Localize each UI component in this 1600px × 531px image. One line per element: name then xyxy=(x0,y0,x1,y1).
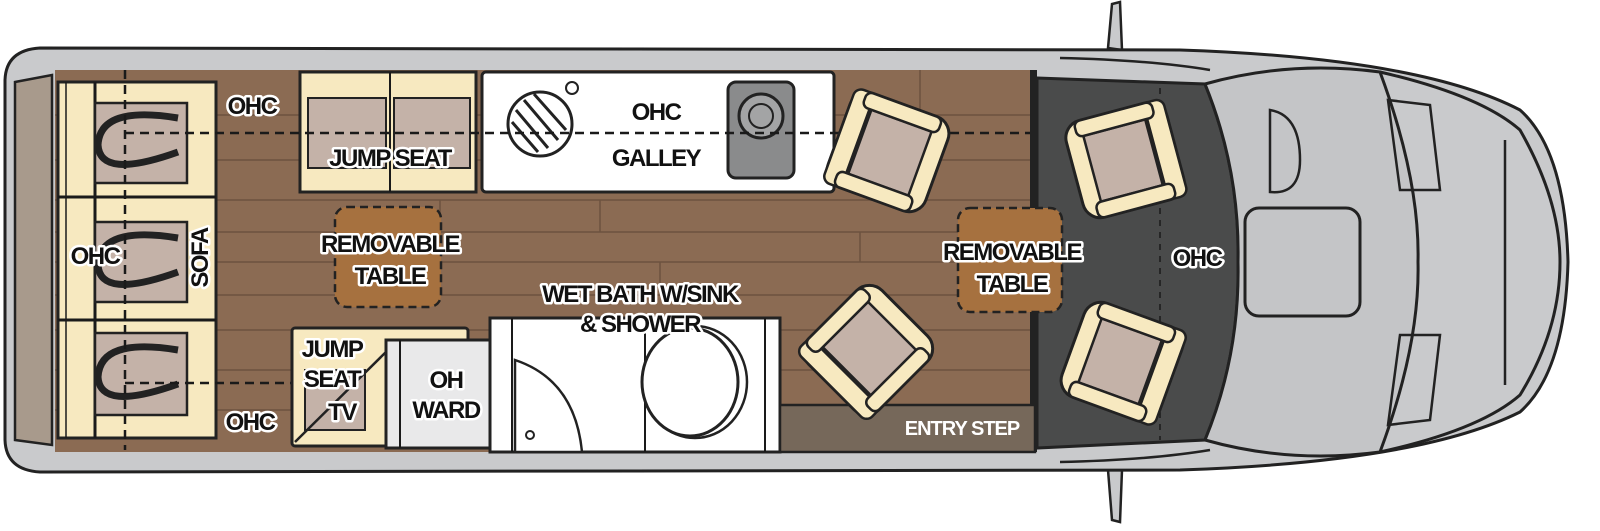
wet-bath xyxy=(488,316,782,454)
label-removable: REMOVABLE xyxy=(321,231,461,258)
removable-table-front xyxy=(956,206,1064,314)
label-ohc: OHC xyxy=(1173,245,1223,272)
label-ohc: OHC xyxy=(71,243,121,270)
label-ward: WARD xyxy=(412,397,480,424)
label-ohc: OHC xyxy=(228,93,278,120)
rear-wall xyxy=(13,73,54,447)
label-table: TABLE xyxy=(355,263,427,290)
sink-icon xyxy=(506,81,579,158)
label-removable: REMOVABLE xyxy=(943,239,1083,266)
side-mirror-top xyxy=(1106,0,1124,52)
entry-step xyxy=(778,403,1037,454)
removable-table-rear xyxy=(333,205,443,309)
label-shower: & SHOWER xyxy=(580,311,701,338)
side-mirror-bottom xyxy=(1106,468,1124,524)
label-sofa: SOFA xyxy=(187,227,214,288)
label-ohc: OHC xyxy=(226,409,276,436)
label-tv: TV xyxy=(328,399,357,426)
shower-corner-sink-icon xyxy=(513,358,584,454)
engine-cover xyxy=(1243,206,1362,318)
stove-icon xyxy=(726,80,796,180)
label-jump: JUMP xyxy=(302,336,364,363)
sofa xyxy=(56,80,218,440)
label-wet-bath: WET BATH W/SINK xyxy=(542,281,740,308)
label-galley: GALLEY xyxy=(612,145,702,172)
oh-wardrobe xyxy=(384,338,492,450)
toilet-icon xyxy=(640,324,749,440)
label-oh: OH xyxy=(430,367,463,394)
label-seat: SEAT xyxy=(304,366,362,393)
label-entry-step: ENTRY STEP xyxy=(905,418,1020,440)
label-table: TABLE xyxy=(977,271,1049,298)
label-ohc: OHC xyxy=(632,99,682,126)
label-jump-seat: JUMP SEAT xyxy=(329,145,452,172)
